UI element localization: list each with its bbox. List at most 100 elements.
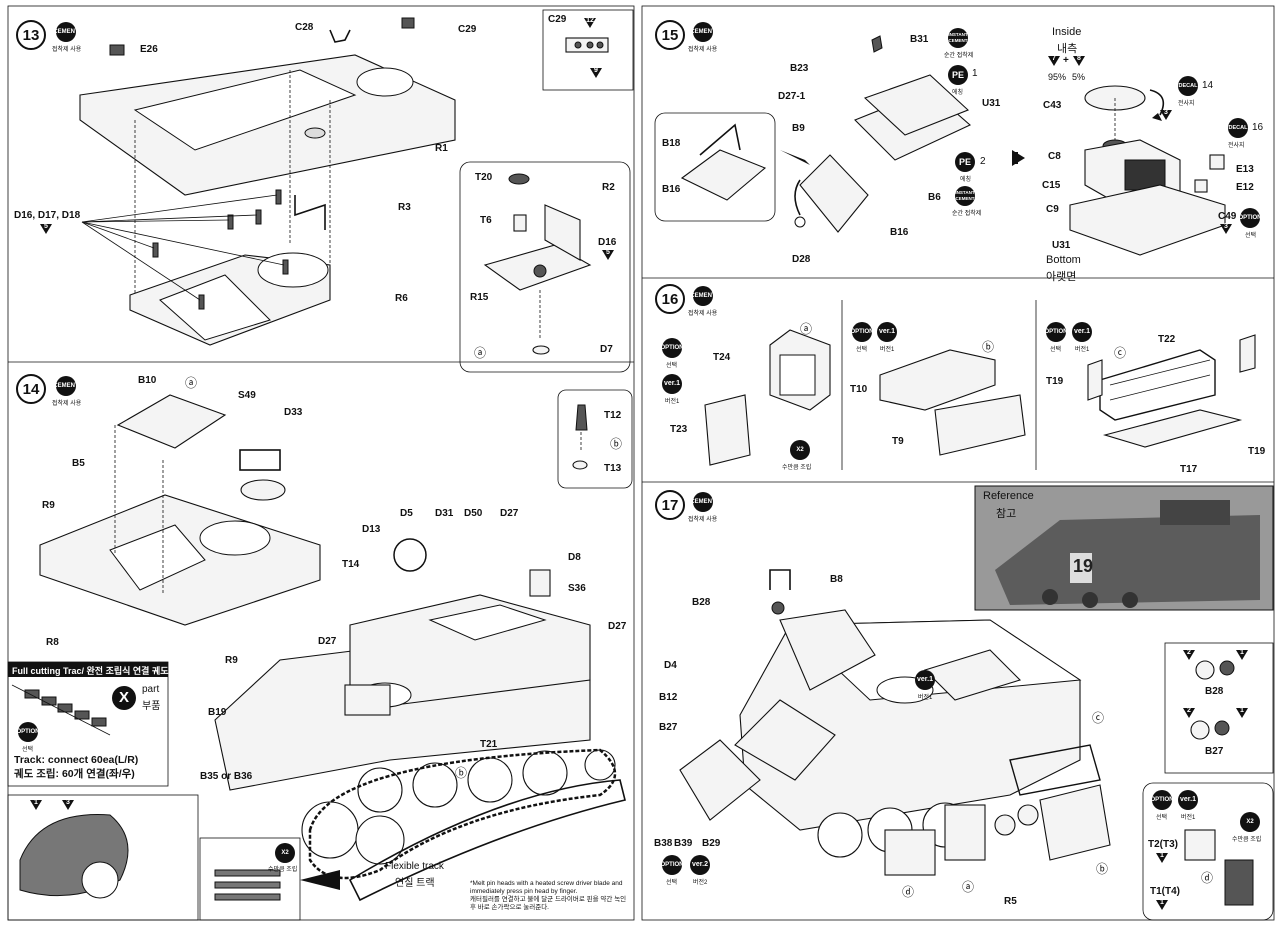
decal-note-16: 전사지 [1228, 143, 1245, 149]
part-c9: C9 [1046, 204, 1059, 215]
inset-b27: B27 [1205, 746, 1224, 757]
cement-note-17: 접착제 사용 [688, 517, 718, 523]
instant-cement-note-2: 순간 접착제 [952, 211, 982, 217]
inset-c29-title: C29 [548, 14, 567, 25]
part-c8: C8 [1048, 151, 1061, 162]
part-d27-1: D27-1 [778, 91, 806, 102]
instant-cement-badge-2: INSTANT CEMENT [955, 186, 975, 206]
pe-badge-2: PE [955, 152, 975, 172]
color-marker-9-number: 9 [594, 67, 598, 74]
reference-hull-number: 19 [1073, 556, 1094, 576]
color-marker-1c [1156, 853, 1168, 863]
ver1-badge-16a: ver.1 [662, 374, 682, 394]
ver1-badge-16b: ver.1 [877, 322, 897, 342]
color-marker-1a-number: 1 [1240, 649, 1244, 656]
part-t6: T6 [480, 215, 492, 226]
ver1-note-16a: 버전1 [665, 399, 680, 405]
x2-note-16: 수만큼 조립 [782, 465, 812, 471]
part-t24: T24 [713, 352, 731, 363]
part-b31: B31 [910, 34, 929, 45]
color-marker-5b-number: 5 [606, 249, 610, 256]
decal-number-14: 14 [1202, 80, 1214, 91]
inside-en: Inside [1052, 26, 1082, 38]
x2-badge-17: X2 [1240, 812, 1260, 832]
part-r6: R6 [395, 293, 408, 304]
part-c15: C15 [1042, 180, 1061, 191]
color-marker-1a [1236, 650, 1248, 660]
color-marker-7-number: 7 [1052, 55, 1056, 62]
part-d5: D5 [400, 508, 413, 519]
step-13-number: 13 [16, 20, 46, 50]
decal-badge-14: DECAL [1178, 76, 1198, 96]
mix-pct-5: 5% [1072, 72, 1086, 82]
cement-note: 접착제 사용 [52, 47, 82, 53]
flexible-track-kr: 연질 트랙 [395, 878, 435, 889]
bottom-en: Bottom [1046, 254, 1081, 266]
part-b12: B12 [659, 692, 678, 703]
ver1-badge-17b: ver.1 [1178, 790, 1198, 810]
ver1-badge-16c: ver.1 [1072, 322, 1092, 342]
part-t2-t3: T2(T3) [1148, 839, 1178, 850]
part-r3: R3 [398, 202, 411, 213]
step-15-number: 15 [655, 20, 685, 50]
track-connect-kr: 궤도 조립: 60개 연결(좌/우) [14, 768, 135, 780]
decal-number-16: 16 [1252, 122, 1264, 133]
part-u31-bottom: U31 [1052, 240, 1071, 251]
part-t23: T23 [670, 424, 688, 435]
pe-note-2: 에칭 [960, 177, 972, 183]
part-c29: C29 [458, 24, 477, 35]
part-s36: S36 [568, 583, 586, 594]
option-note-track: 선택 [22, 747, 34, 753]
option-note-17: 선택 [666, 880, 678, 886]
part-text-kr: 부품 [142, 701, 161, 712]
ver1-note-16c: 버전1 [1075, 347, 1090, 353]
part-b16-inset: B16 [662, 184, 681, 195]
subassembly-a: ⓐ [474, 346, 487, 360]
part-u31: U31 [982, 98, 1001, 109]
excluded-part-icon: X [112, 686, 136, 710]
decal-note-14: 전사지 [1178, 101, 1195, 107]
ver1-note-16b: 버전1 [880, 347, 895, 353]
part-d16-d18: D16, D17, D18 [14, 210, 81, 221]
cement-note-16: 접착제 사용 [688, 311, 718, 317]
ver2-note-17: 버전2 [693, 880, 708, 886]
subassembly-a-16: ⓐ [800, 322, 813, 336]
part-b23: B23 [790, 63, 809, 74]
subassembly-b-16: ⓑ [982, 340, 995, 354]
color-marker-2a [1183, 650, 1195, 660]
pe-note-1: 에칭 [952, 90, 964, 96]
color-marker-3b [1220, 224, 1232, 234]
option-note-17b: 선택 [1156, 815, 1168, 821]
part-text: part [142, 684, 160, 695]
option-note-16a: 선택 [666, 363, 678, 369]
option-badge-17b: OPTION [1151, 790, 1174, 810]
part-r5: R5 [1004, 896, 1017, 907]
inside-kr: 내측 [1057, 43, 1078, 55]
color-marker-8 [1073, 56, 1085, 66]
step-16-number: 16 [655, 284, 685, 314]
color-marker-2b-number: 2 [1187, 707, 1191, 714]
part-b5: B5 [72, 458, 85, 469]
subassembly-b-17: ⓑ [1096, 862, 1109, 876]
instant-cement-note: 순간 접착제 [944, 53, 974, 59]
part-t19-left: T19 [1046, 376, 1064, 387]
part-b19: B19 [208, 707, 227, 718]
part-t13: T13 [604, 463, 622, 474]
reference-kr: 참고 [996, 508, 1017, 520]
color-marker-3b-number: 3 [1224, 223, 1228, 230]
track-title: Full cutting Trac/ 완전 조립식 연결 궤도 [12, 666, 169, 676]
part-t9: T9 [892, 436, 904, 447]
part-d13: D13 [362, 524, 381, 535]
part-e26: E26 [140, 44, 158, 55]
part-b28: B28 [692, 597, 711, 608]
part-r15: R15 [470, 292, 489, 303]
inset-b28: B28 [1205, 686, 1224, 697]
color-marker-2a-number: 2 [1187, 649, 1191, 656]
x2-note-track: 수만큼 조립 [268, 867, 298, 873]
subassembly-c-17: ⓒ [1092, 711, 1105, 725]
part-b18: B18 [662, 138, 681, 149]
part-c28: C28 [295, 22, 314, 33]
cement-note-14: 접착제 사용 [52, 401, 82, 407]
subassembly-d-17: ⓓ [902, 885, 915, 899]
